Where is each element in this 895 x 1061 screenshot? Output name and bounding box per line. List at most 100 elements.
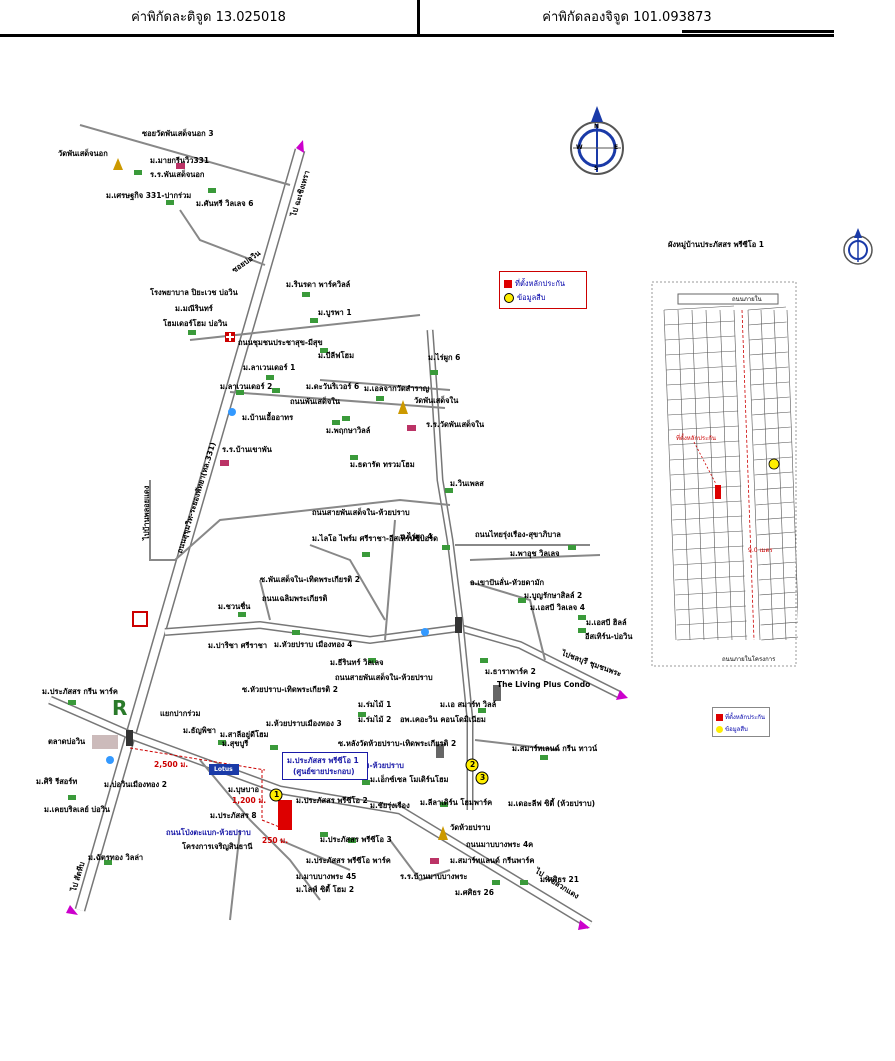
road-label-8: ถนนโป่งตะแบก-ห้วยปราบ <box>166 828 251 837</box>
prabhassorn-logo: R <box>112 696 127 720</box>
plan-legend-office: ที่ตั้งหลักประกัน <box>725 714 766 721</box>
road-label-5: ถนนเฉลิมพระเกียรติ <box>262 594 328 603</box>
traffic-light-icon <box>126 730 133 746</box>
place-label: ม.เดอะลีฟ ซิตี้ (ห้วยปราบ) <box>508 799 596 808</box>
place-label: อ.เขาปันลั่น-หัวยดามัก <box>470 578 545 587</box>
place-label: ม.ชัยรุ่งเรือง <box>370 801 410 810</box>
road-label-12: ซ.หลังวัดห้วยปราบ-เทิดพระเกียรติ 2 <box>338 739 457 748</box>
road-label-10: ซ.หัวยปราบ-เทิดพระเกียรติ 2 <box>242 685 338 694</box>
gas-station-icon <box>228 408 236 416</box>
place-label: ม.เคยบริลเลย์ บ่อวิน <box>44 805 110 814</box>
place-label: ม.ประภัสสร พรีซีโอ 2 <box>296 796 368 805</box>
legend-office-label: ที่ตั้งหลักประกัน <box>515 279 566 288</box>
condo-icon <box>493 685 501 701</box>
marker-number: 2 <box>470 760 476 769</box>
school-icons <box>176 163 439 864</box>
place-label: ม.ร่มไม้ 1 <box>358 700 392 709</box>
compass-south: S <box>594 165 599 172</box>
place-label: ม.สาลีอยู่ดีโฮม <box>220 730 269 739</box>
place-label: ม.วินเพลส <box>450 479 484 488</box>
legend-info-label: ข้อมูลสืบ <box>517 293 546 302</box>
info-marker-1 <box>269 788 283 802</box>
plan-legend: ที่ตั้งหลักประกัน ข้อมูลสืบ <box>712 707 770 737</box>
place-label: ม.ไร่ผูก 6 <box>428 353 461 362</box>
place-label: ม.หัวยปราบ เมืองทอง 4 <box>274 640 353 649</box>
place-label: ม.บ้านเอื้ออาทร <box>242 413 294 422</box>
place-label: วัดพันเสด็จนอก <box>58 149 108 158</box>
road-label-11: ซ.พันเสด็จใน-เทิดพระเกียรติ 2 <box>260 575 360 584</box>
place-label: วัดห้วยปราบ <box>450 823 491 832</box>
road-label-4: ถนนไทยรุ่งเรือง-สุขาภิบาล <box>475 530 561 539</box>
site-plan <box>651 281 798 667</box>
plan-legend-info: ข้อมูลสืบ <box>725 726 748 733</box>
place-label: ร.ร.พันเสด็จนอก <box>150 170 205 179</box>
soi-wat-label: ซอยวัดพันเสด็จนอก 3 <box>142 129 214 138</box>
road-label-2: ถนนพันเสด็จใน <box>290 397 341 406</box>
place-label: ม.สมาร์ทแลนด์ กรีนพาร์ค <box>450 856 535 865</box>
plan-width-label: 9.0 เมตร <box>748 547 773 554</box>
traffic-light-icon <box>455 617 462 633</box>
project-name: ม.ประภัสสร พรีซีโอ 1 <box>287 756 359 765</box>
temple-icon <box>438 826 448 840</box>
place-label: ม.เอสบี วิลเลจ 4 <box>530 603 586 612</box>
plan-bottom-road: ถนนภายในโครงการ <box>722 656 776 663</box>
place-label: ม.พาอุช วิลเลจ <box>510 549 560 558</box>
place-label: ม.บูรพา 1 <box>318 308 352 317</box>
place-label: ม.ไร่ผูก 4 <box>400 532 433 541</box>
info-marker-3 <box>475 771 489 785</box>
place-label: โรงพยาบาล ปิยะเวช บ่อวิน <box>150 288 238 297</box>
minor-roads <box>79 124 601 921</box>
place-label: ม.ธดารัต ทรวมโฮม <box>350 460 415 469</box>
place-label: ม.พฤกษาวิลล์ <box>326 426 371 435</box>
place-label: ม.เอ็กซ์เซล โมเดิร์นโฮม <box>370 775 449 784</box>
place-label: ม.ศศิธร 26 <box>455 888 494 897</box>
gas-station-icon <box>106 756 114 764</box>
place-label: ม.ศิริ รีสอร์ท <box>36 777 78 786</box>
place-label: ม.ธีรินทร์ วิลเลจ <box>330 658 384 667</box>
place-label: ม.ดะวันริเวอร์ 6 <box>306 382 360 391</box>
place-label: ม.สมาร์ทเลนด์ กรีน ทาวน์ <box>512 744 598 753</box>
place-label: อพ.เคอะวิน คอนโดมิเนียม <box>400 715 486 724</box>
legend-info-swatch <box>504 293 514 303</box>
place-label: ม.เอลจากวัดสำราญ <box>364 384 430 393</box>
left-vertical-label: ไปบ้านพลอยแดง <box>142 485 151 540</box>
market-photo <box>92 735 118 749</box>
place-label: ม.ประภัสสร พรีซีโอ 3 <box>320 835 392 844</box>
compass-rose-small <box>843 228 873 265</box>
compass-west: W <box>576 144 583 151</box>
compass-east: E <box>614 144 619 151</box>
distance-2500: 2,500 ม. <box>154 760 189 769</box>
place-label: วัดพันเสด็จใน <box>414 396 459 405</box>
longitude-label: ค่าพิกัดลองจิจูด 101.093873 <box>542 10 712 25</box>
place-label: ม.รินรดา พาร์ควิลล์ <box>286 280 351 289</box>
place-label: โครงการเจริญสินธานี <box>182 842 253 851</box>
temple-icon <box>113 158 123 170</box>
place-label: ม.ศันทรี วิลเลจ 6 <box>196 199 254 208</box>
place-label: ม.บูญรักษาสิลล์ 2 <box>524 591 583 600</box>
project-box: ม.ประภัสสร พรีซีโอ 1 (ศูนย์ขายประกอบ) <box>282 752 368 780</box>
place-label: ม.ห้วยปราบเมืองทอง 3 <box>266 719 342 728</box>
distance-250: 250 ม. <box>262 836 289 845</box>
place-label: ม.เอ สมาร์ท วิลล์ <box>440 700 497 709</box>
project-sub: (ศูนย์ขายประกอบ) <box>293 767 355 776</box>
condo-icon <box>436 744 444 758</box>
place-label: ม.ประภัสสร กรีน พาร์ค <box>42 687 118 696</box>
place-label: ม.ร่มไม้ 2 <box>358 715 392 724</box>
place-label: ม.สุขบูรี <box>222 739 249 748</box>
place-label: ม.ลีลาเดิร์น โฮมพาร์ค <box>420 798 493 807</box>
place-label: ร.ร.บ้านมาบบางพระ <box>400 872 468 881</box>
place-label: ม.เอสบี ฮิลล์ <box>586 618 627 627</box>
latitude-label: ค่าพิกัดละติจูด 13.025018 <box>131 10 286 25</box>
place-label: ม.ธาราพาร์ค 2 <box>485 667 536 676</box>
place-label: ม.ศศิธร 21 <box>540 875 579 884</box>
lotus-logo <box>209 764 239 775</box>
distance-1200: 1,200 ม. <box>232 796 267 805</box>
place-label: แยกปากร่วม <box>160 709 201 718</box>
bank-logo-icon <box>132 611 148 627</box>
place-label: ม.ลาเวนเดอร์ 1 <box>243 363 296 372</box>
place-label: ม.ธัญพิชา <box>183 726 217 735</box>
place-label: ม.บ่อวินเมืองทอง 2 <box>104 780 168 789</box>
compass-rose <box>570 106 624 175</box>
place-label: ม.ชวนชื่น <box>218 602 251 611</box>
